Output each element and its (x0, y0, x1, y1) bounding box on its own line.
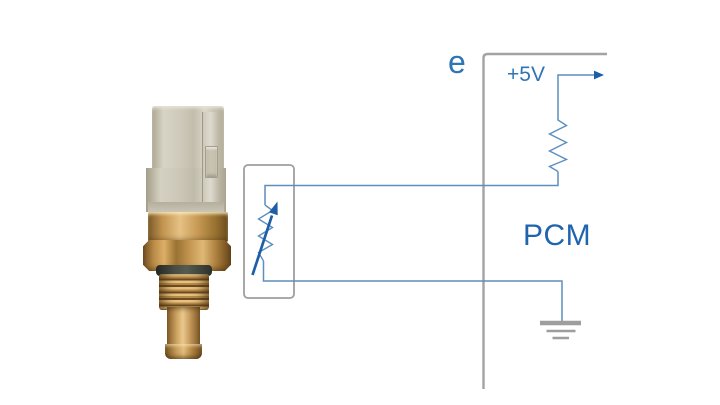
signal-wire (264, 171, 559, 205)
thermistor-arrowhead-icon (268, 201, 278, 216)
pullup-resistor-icon (547, 119, 569, 173)
sensor-thread-section (159, 274, 209, 310)
pcm-outline (482, 52, 607, 389)
supply-arrowhead-icon (594, 70, 604, 80)
coolant-temp-sensor-photo (142, 104, 242, 362)
sensor-brass-collar (148, 212, 228, 242)
sensor-o-ring (156, 265, 212, 276)
thermistor-box (243, 164, 295, 299)
connector-bottom-lip (148, 202, 224, 212)
thermistor-arrow (251, 215, 274, 276)
connector-latch-slot (205, 146, 218, 178)
sensor-probe-tip (167, 307, 200, 347)
ground-icon (540, 320, 581, 340)
pcm-label: PCM (523, 219, 592, 252)
terminal-label: e (448, 44, 466, 80)
supply-voltage-label: +5V (507, 63, 545, 86)
supply-wire (557, 74, 595, 121)
sensor-probe-tip-end (165, 344, 202, 359)
ground-wire (262, 261, 563, 321)
